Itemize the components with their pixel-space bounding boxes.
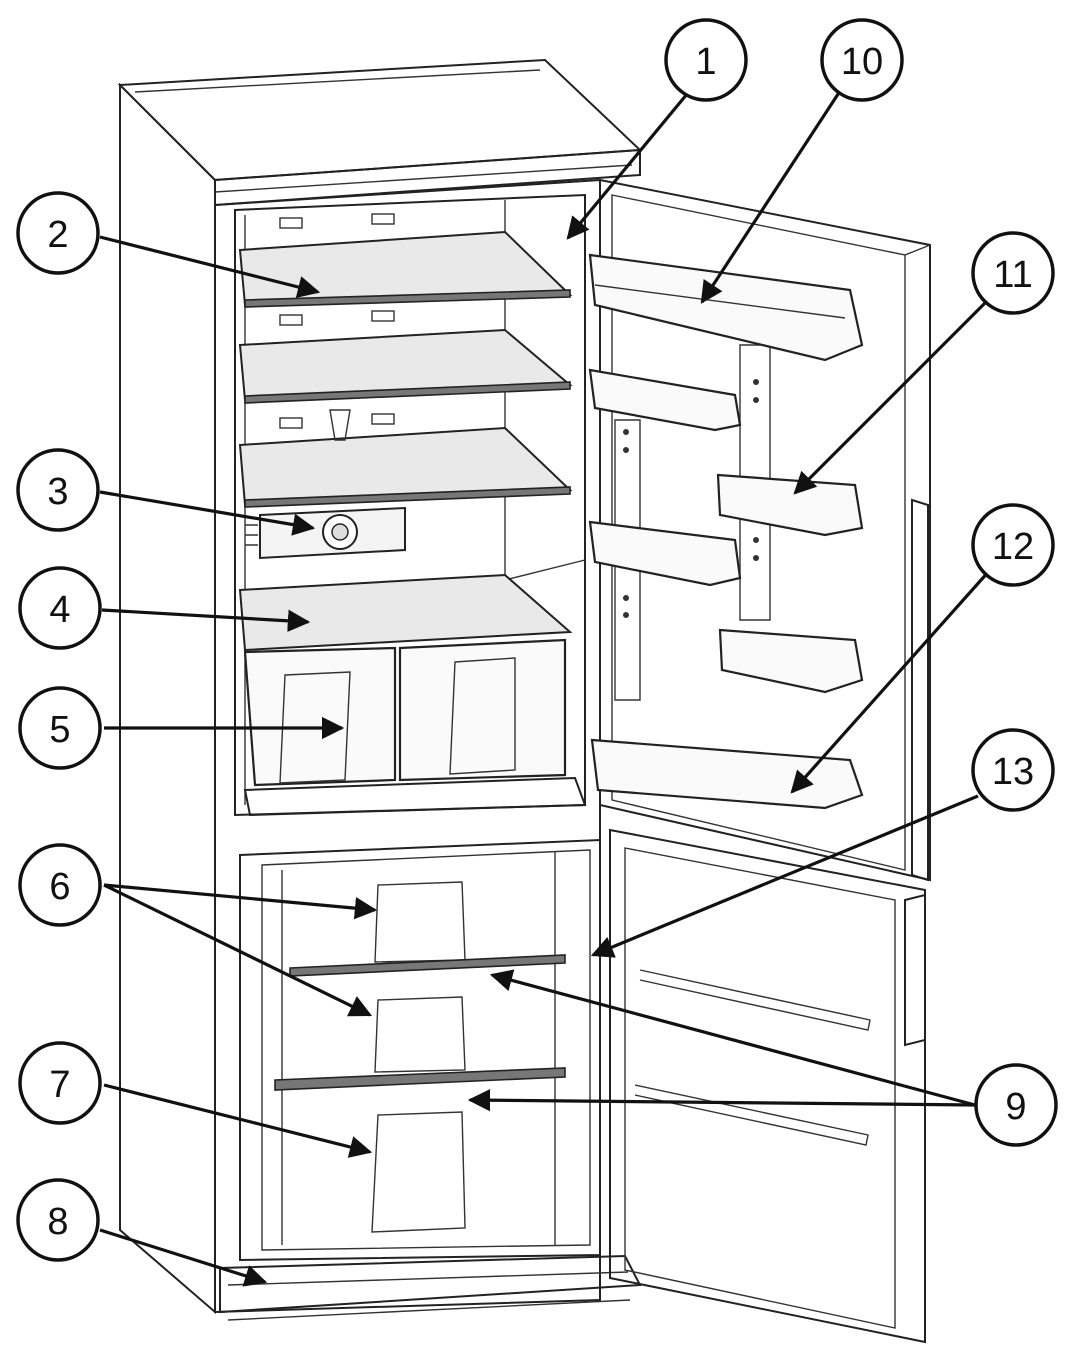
callout-8: 8 [16, 1178, 100, 1262]
callout-8-label: 8 [47, 1201, 68, 1243]
freezer-door [609, 828, 926, 1344]
callout-10-label: 10 [841, 41, 883, 83]
leader-lines [99, 86, 992, 1287]
freezer-drawer [374, 881, 466, 963]
leader-3 [99, 490, 316, 536]
leader-13 [590, 794, 979, 958]
leader-12 [790, 568, 992, 794]
callout-1-label: 1 [695, 41, 716, 83]
freezer-door-ridge [639, 969, 871, 1031]
leader-8 [99, 1228, 268, 1287]
callout-9-label: 9 [1005, 1086, 1026, 1128]
cabinet-body [117, 58, 643, 1315]
leader-11 [793, 298, 990, 495]
crisper-drawer-left [243, 646, 397, 787]
callout-7: 7 [18, 1041, 102, 1125]
freezer-compartment [239, 838, 601, 1262]
callout-5-label: 5 [49, 709, 70, 751]
fridge-door [588, 178, 931, 882]
leader-7 [103, 1083, 373, 1158]
crisper-drawer-right [398, 638, 567, 782]
thermostat-unit [245, 506, 406, 560]
leader-1 [566, 86, 694, 240]
glass-shelf [238, 426, 573, 508]
callout-13-label: 13 [992, 751, 1034, 793]
fridge-compartment [234, 193, 587, 817]
callout-3-label: 3 [47, 471, 68, 513]
freezer-shelf [289, 954, 566, 977]
freezer-drawer [374, 996, 466, 1073]
callout-7-label: 7 [49, 1064, 70, 1106]
callout-6-label: 6 [49, 866, 70, 908]
door-bin-right-upper [716, 473, 864, 537]
callout-4: 4 [18, 566, 102, 650]
callout-3: 3 [16, 448, 100, 532]
leader-6b [103, 883, 373, 1017]
callout-2: 2 [16, 191, 100, 275]
leader-9a [489, 969, 976, 1107]
callout-4-label: 4 [49, 589, 70, 631]
glass-shelf [238, 328, 573, 404]
callout-6: 6 [18, 843, 102, 927]
leader-9b [467, 1089, 976, 1112]
callout-9: 9 [974, 1063, 1058, 1147]
door-bin-right-lower [718, 628, 864, 694]
shelf-clips [279, 213, 395, 441]
leader-10 [700, 87, 844, 304]
freezer-drawer [371, 1111, 466, 1233]
callout-11: 11 [971, 231, 1055, 315]
freezer-shelf [274, 1067, 566, 1091]
callout-13: 13 [971, 728, 1055, 812]
door-bin-top [588, 253, 864, 362]
callout-11-label: 11 [993, 254, 1032, 296]
leader-6a [103, 883, 378, 920]
leader-2 [99, 235, 321, 298]
callout-2-label: 2 [47, 214, 68, 256]
leader-4 [101, 608, 311, 633]
callout-10: 10 [820, 18, 904, 102]
callout-5: 5 [18, 686, 102, 770]
door-bin-left-upper [588, 368, 742, 432]
door-bin-bottom [590, 738, 864, 810]
callout-12: 12 [971, 503, 1055, 587]
door-bin-left-lower [588, 520, 742, 587]
crisper-cover [238, 573, 573, 652]
glass-shelf [238, 230, 573, 308]
freezer-door-ridge [634, 1084, 869, 1146]
callout-1: 1 [664, 18, 748, 102]
callout-12-label: 12 [992, 526, 1034, 568]
